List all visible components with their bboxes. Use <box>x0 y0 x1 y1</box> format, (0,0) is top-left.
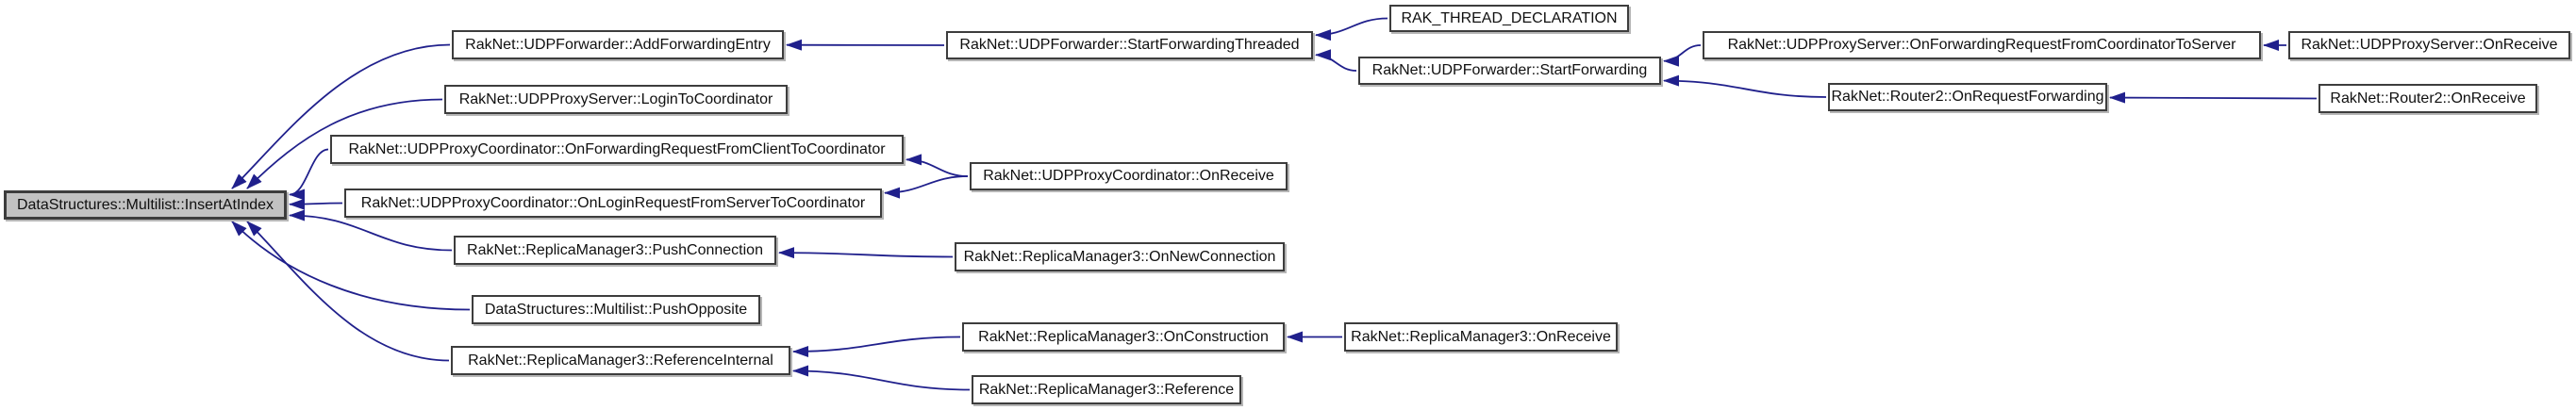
call-graph-node-replica-manager3-on-receive[interactable]: RakNet::ReplicaManager3::OnReceive <box>1344 322 1618 352</box>
call-graph-node-on-login-request-from-server-to-coordinator[interactable]: RakNet::UDPProxyCoordinator::OnLoginRequ… <box>344 189 882 218</box>
call-graph-node-rak-thread-declaration[interactable]: RAK_THREAD_DECLARATION <box>1389 5 1629 32</box>
node-label: RakNet::UDPProxyCoordinator::OnLoginRequ… <box>360 194 866 211</box>
call-graph-edge <box>906 154 969 177</box>
node-label: RakNet::Router2::OnRequestForwarding <box>1831 89 2104 105</box>
call-graph-node-on-construction[interactable]: RakNet::ReplicaManager3::OnConstruction <box>962 322 1285 352</box>
call-graph-node-start-forwarding-threaded[interactable]: RakNet::UDPForwarder::StartForwardingThr… <box>946 31 1313 59</box>
call-graph-node-reference-internal[interactable]: RakNet::ReplicaManager3::ReferenceIntern… <box>451 346 790 375</box>
call-graph-node-push-connection[interactable]: RakNet::ReplicaManager3::PushConnection <box>454 236 776 265</box>
call-graph-edge <box>1663 74 1827 98</box>
call-graph-edge <box>246 221 450 362</box>
node-label: RakNet::UDPProxyServer::OnForwardingRequ… <box>1727 37 2236 53</box>
call-graph-node-router2-on-receive[interactable]: RakNet::Router2::OnReceive <box>2318 84 2537 113</box>
call-graph-node-on-request-forwarding[interactable]: RakNet::Router2::OnRequestForwarding <box>1828 83 2107 111</box>
call-graph-edge <box>1315 49 1357 72</box>
call-graph-edge <box>1663 44 1702 67</box>
call-graph-node-start-forwarding[interactable]: RakNet::UDPForwarder::StartForwarding <box>1358 57 1661 85</box>
call-graph-edge <box>289 209 453 252</box>
call-graph-node-replica-reference[interactable]: RakNet::ReplicaManager3::Reference <box>972 375 1241 404</box>
call-graph-node-push-opposite[interactable]: DataStructures::Multilist::PushOpposite <box>472 295 760 324</box>
call-graph-edge <box>246 98 443 189</box>
call-graph-edge <box>231 43 451 189</box>
node-label: RakNet::ReplicaManager3::PushConnection <box>467 241 763 258</box>
node-label: RakNet::UDPProxyServer::OnReceive <box>2301 37 2558 53</box>
node-label: RakNet::ReplicaManager3::OnConstruction <box>978 328 1269 345</box>
call-graph-node-add-forwarding-entry[interactable]: RakNet::UDPForwarder::AddForwardingEntry <box>452 30 784 59</box>
call-graph-edge <box>792 336 961 357</box>
call-graph-edge <box>792 365 971 391</box>
node-label: RakNet::Router2::OnReceive <box>2330 90 2526 107</box>
call-graph-edge <box>1315 17 1388 41</box>
node-label: RakNet::UDPForwarder::StartForwardingThr… <box>959 37 1300 53</box>
node-label: RakNet::ReplicaManager3::OnReceive <box>1351 328 1611 345</box>
call-graph-node-udp-proxy-server-on-receive[interactable]: RakNet::UDPProxyServer::OnReceive <box>2288 31 2570 59</box>
node-label: RAK_THREAD_DECLARATION <box>1401 9 1618 26</box>
call-graph-edge <box>2109 91 2318 104</box>
node-label: RakNet::ReplicaManager3::ReferenceIntern… <box>468 352 773 369</box>
node-label: DataStructures::Multilist::InsertAtIndex <box>16 196 274 213</box>
call-graph-node-on-forwarding-request-from-client-to-coordinator[interactable]: RakNet::UDPProxyCoordinator::OnForwardin… <box>330 135 904 164</box>
call-graph-node-login-to-coordinator[interactable]: RakNet::UDPProxyServer::LoginToCoordinat… <box>444 85 788 114</box>
call-graph-edge <box>289 198 343 210</box>
node-label: RakNet::UDPProxyCoordinator::OnForwardin… <box>348 140 886 157</box>
node-label: RakNet::UDPForwarder::StartForwarding <box>1371 62 1648 78</box>
call-graph-edge <box>778 247 954 259</box>
call-graph-edge <box>289 148 329 201</box>
node-label: RakNet::ReplicaManager3::OnNewConnection <box>963 248 1276 265</box>
call-graph-node-insert-at-index[interactable]: DataStructures::Multilist::InsertAtIndex <box>4 190 287 220</box>
node-label: RakNet::UDPProxyServer::LoginToCoordinat… <box>458 90 773 107</box>
node-label: RakNet::ReplicaManager3::Reference <box>978 381 1235 398</box>
node-label: RakNet::UDPForwarder::AddForwardingEntry <box>465 36 771 53</box>
call-graph-node-on-new-connection[interactable]: RakNet::ReplicaManager3::OnNewConnection <box>955 242 1285 271</box>
call-graph-node-on-forwarding-request-from-coordinator-to-server[interactable]: RakNet::UDPProxyServer::OnForwardingRequ… <box>1703 31 2261 59</box>
node-label: DataStructures::Multilist::PushOpposite <box>484 301 748 318</box>
node-label: RakNet::UDPProxyCoordinator::OnReceive <box>983 168 1274 184</box>
call-graph-edge <box>231 221 471 311</box>
call-graph-node-udp-proxy-coordinator-on-receive[interactable]: RakNet::UDPProxyCoordinator::OnReceive <box>970 162 1288 190</box>
call-graph-edge <box>884 175 969 199</box>
